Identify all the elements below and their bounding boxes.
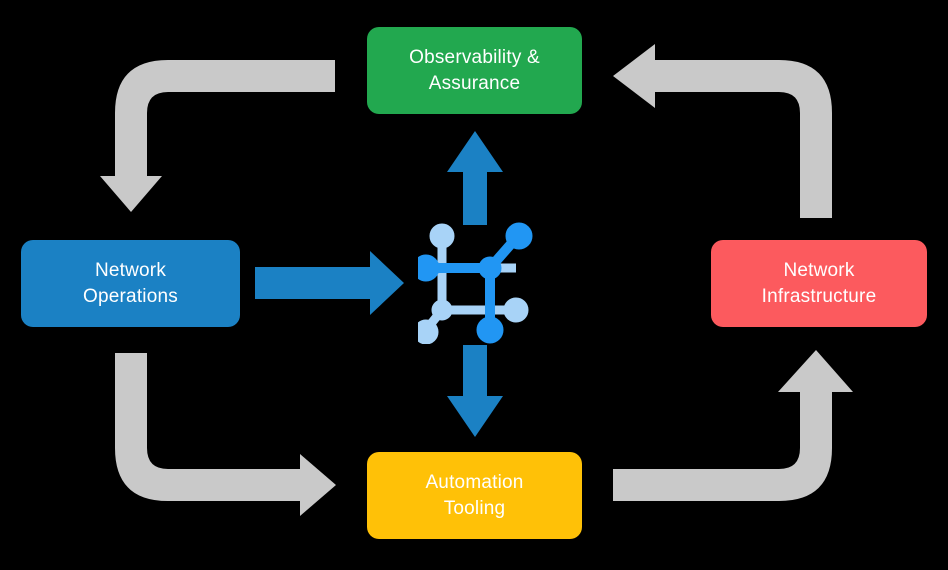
arrow-center-to-observability [447,131,503,225]
arrow-infrastructure-to-observability [613,44,832,218]
arrow-operations-to-automation [115,353,336,516]
node-infrastructure-label: Network Infrastructure [761,260,877,307]
node-automation-tooling[interactable]: Automation Tooling [367,452,582,539]
node-observability-label: Observability & Assurance [409,47,540,94]
network-topology-svg [412,222,533,345]
node-operations-label: Network Operations [83,260,178,307]
arrow-center-to-automation [447,345,503,437]
node-automation-label: Automation Tooling [425,472,524,519]
network-icon-secondary-group [413,223,529,345]
node-network-operations[interactable]: Network Operations [21,240,240,327]
arrow-automation-to-infrastructure [613,350,853,501]
node-network-infrastructure[interactable]: Network Infrastructure [711,240,927,327]
arrow-operations-to-center [255,251,404,315]
network-topology-icon [412,222,540,345]
network-icon-primary-group [412,222,533,344]
arrow-observability-to-operations [100,60,335,212]
node-observability-assurance[interactable]: Observability & Assurance [367,27,582,114]
